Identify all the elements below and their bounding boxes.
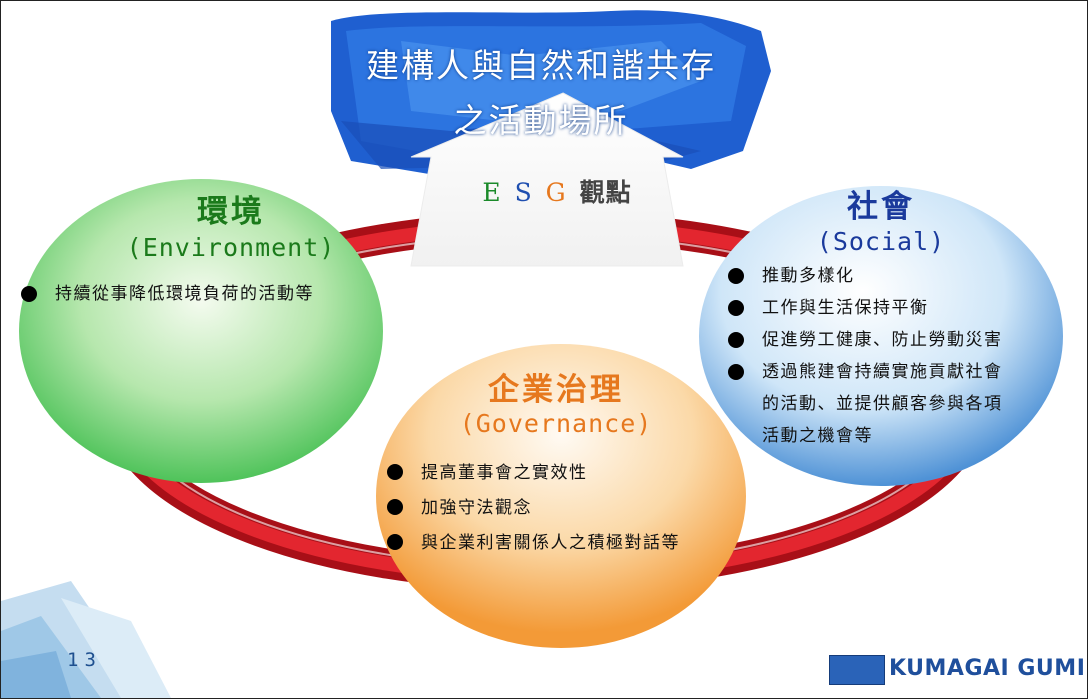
social-circle: [699, 186, 1063, 486]
bullet-icon: [728, 300, 744, 316]
governance-list: 提高董事會之實效性 加強守法觀念 與企業利害關係人之積極對話等: [387, 456, 767, 561]
logo-text: KUMAGAI GUMI: [889, 656, 1086, 681]
governance-heading: 企業治理: [488, 372, 624, 408]
title-line-2: 之活動場所: [453, 101, 629, 140]
list-item: 透過熊建會持續實施貢獻社會: [728, 356, 1068, 388]
esg-arrow: [410, 92, 684, 267]
list-item-continuation: 活動之機會等: [762, 426, 873, 446]
corner-decoration: [1, 581, 171, 698]
esg-letter-g: G: [545, 178, 567, 207]
list-item: 持續從事降低環境負荷的活動等: [21, 278, 401, 310]
logo-mark-icon: [829, 655, 885, 685]
list-item: 提高董事會之實效性: [387, 456, 767, 491]
bullet-icon: [728, 364, 744, 380]
social-subheading: (Social): [816, 227, 946, 256]
environment-list: 持續從事降低環境負荷的活動等: [21, 278, 401, 310]
bullet-icon: [728, 268, 744, 284]
social-list: 推動多樣化 工作與生活保持平衡 促進勞工健康、防止勞動災害 透過熊建會持續實施貢…: [728, 260, 1068, 452]
bullet-icon: [387, 534, 403, 550]
list-item-continuation: 的活動、並提供顧客參與各項: [762, 394, 1003, 414]
environment-subheading: (Environment): [126, 233, 336, 262]
title-line-1: 建構人與自然和諧共存: [366, 46, 716, 85]
esg-letter-e: E: [482, 178, 502, 207]
list-item: 推動多樣化: [728, 260, 1068, 292]
bullet-icon: [21, 286, 37, 302]
list-item: 促進勞工健康、防止勞動災害: [728, 324, 1068, 356]
esg-viewpoint-text: 觀點: [579, 178, 632, 207]
governance-subheading: (Governance): [459, 409, 653, 438]
bullet-icon: [387, 464, 403, 480]
environment-heading: 環境: [197, 194, 265, 230]
list-item: 與企業利害關係人之積極對話等: [387, 526, 767, 561]
environment-circle: [19, 179, 383, 483]
page-number: 13: [67, 649, 102, 671]
esg-label: E S G 觀點: [469, 173, 649, 209]
esg-letter-s: S: [514, 178, 533, 207]
social-heading: 社會: [847, 189, 915, 225]
bullet-icon: [387, 499, 403, 515]
governance-circle: [376, 344, 746, 648]
bullet-icon: [728, 332, 744, 348]
list-item: 工作與生活保持平衡: [728, 292, 1068, 324]
list-item: 加強守法觀念: [387, 491, 767, 526]
